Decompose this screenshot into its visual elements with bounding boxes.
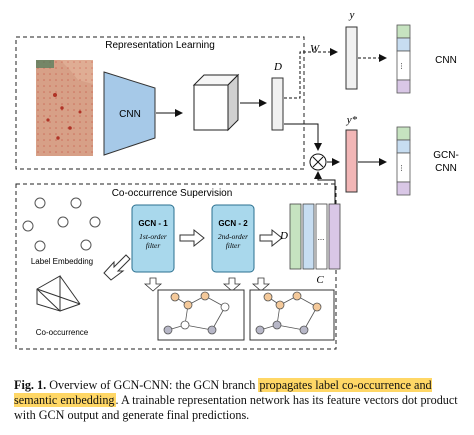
gcn2-block [211,204,255,273]
multiply-operator [309,153,327,171]
gcn-output-matrix [289,203,341,270]
label-embedding-label: Label Embedding [31,257,93,266]
gcn1-sub2: filter [146,241,161,250]
first-order-graph [157,289,245,341]
d-label-bottom: D [279,230,288,242]
dots-gcn-matrix: ... [318,233,325,242]
feature-cube [192,73,240,132]
dots-cnn-output: ... [399,63,408,70]
figure-caption: Fig. 1. Overview of GCN-CNN: the GCN bra… [14,378,464,423]
y-vector [345,26,358,90]
caption-text-2: . A trainable representation network has… [14,393,458,422]
output-cnn-label: CNN [435,55,457,66]
y-label: y [349,9,355,21]
label-embedding-nodes [22,197,101,252]
gcn1-sub1: 1st-order [139,232,167,241]
output-gcn-cnn-label-2: CNN [435,163,457,174]
cnn-output-stack [396,24,411,94]
figure-gcn-cnn-overview: Representation Learning CNN D W y [15,9,459,350]
c-label: C [316,274,324,286]
caption-text-1: Overview of GCN-CNN: the GCN branch [46,378,259,392]
w-label: W [310,43,320,55]
y-star-label: y* [346,114,358,126]
feature-vector-d [271,77,284,131]
cnn-block [103,71,156,156]
gcn2-sub1: 2nd-order [218,232,248,241]
cooccurrence-graph [36,275,81,312]
gcn1-title: GCN - 1 [138,219,168,228]
gcn2-title: GCN - 2 [218,219,248,228]
gcn-cnn-output-stack [396,126,411,196]
cnn-label: CNN [119,109,141,120]
y-star-vector [345,129,358,193]
dots-gcn-cnn-output: ... [399,165,408,172]
caption-fig-label: Fig. 1. [14,378,47,392]
d-label-top: D [273,61,282,73]
cooccurrence-label: Co-occurrence [36,328,89,337]
gcn2-sub2: filter [226,241,241,250]
gcn1-block [131,204,175,273]
skin-photo [36,60,93,156]
input-hollow-arrow [103,254,131,281]
representation-learning-title: Representation Learning [105,40,215,51]
cooccurrence-supervision-title: Co-occurrence Supervision [112,188,233,199]
representation-learning-box [15,36,305,170]
second-order-graph [249,289,335,341]
output-gcn-cnn-label-1: GCN- [433,150,459,161]
